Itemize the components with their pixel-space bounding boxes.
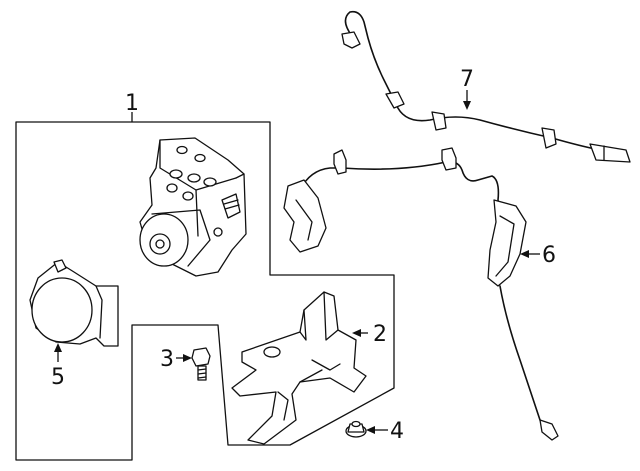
callout-7-arrow	[463, 101, 471, 110]
callout-4: 4	[390, 419, 404, 444]
callout-1: 1	[125, 91, 139, 116]
callout-5-arrow	[54, 343, 62, 352]
nut	[345, 420, 367, 438]
control-module	[29, 259, 119, 347]
abs-modulator-unit	[139, 137, 247, 277]
callout-2-arrow	[352, 329, 361, 337]
callout-4-arrow	[366, 426, 375, 434]
callout-6: 6	[542, 243, 556, 268]
callout-2: 2	[373, 322, 387, 347]
wheel-speed-sensor-harness	[283, 147, 559, 441]
callout-3: 3	[160, 347, 174, 372]
bolt	[191, 347, 211, 381]
assembly-boundary	[15, 121, 395, 461]
front-sensor-harness	[341, 10, 631, 163]
callout-3-arrow	[183, 354, 192, 362]
callout-5: 5	[51, 365, 65, 390]
callout-7: 7	[460, 67, 474, 92]
callout-6-arrow	[520, 250, 529, 258]
mounting-bracket	[231, 291, 367, 445]
